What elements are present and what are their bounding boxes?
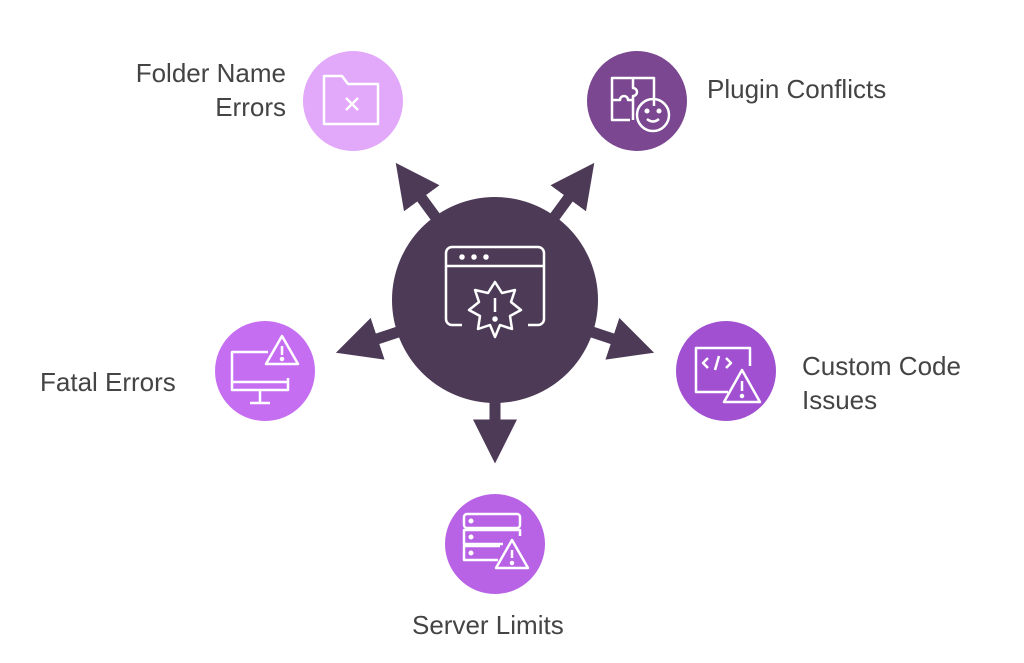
center-node (392, 197, 598, 403)
folder-x-icon (322, 74, 380, 126)
label-line: Issues (802, 385, 878, 415)
label-line: Custom Code (802, 351, 961, 381)
label-line: Errors (215, 92, 286, 122)
node-fatal-errors (215, 321, 315, 421)
node-custom-code-issues (676, 321, 776, 421)
node-folder-name-errors (303, 51, 403, 151)
browser-window-alert-icon (444, 245, 546, 339)
label-fatal-errors: Fatal Errors (40, 367, 176, 397)
label-folder-name-errors: Folder Name Errors (100, 56, 286, 124)
label-custom-code-issues: Custom Code Issues (802, 349, 961, 417)
puzzle-face-icon (610, 76, 671, 133)
node-server-limits (445, 494, 545, 594)
monitor-warning-icon (230, 334, 300, 405)
code-window-warning-icon (694, 346, 762, 404)
server-warning-icon (462, 512, 530, 570)
label-line: Folder Name (135, 58, 286, 88)
label-plugin-conflicts: Plugin Conflicts (707, 74, 887, 104)
label-server-limits: Server Limits (412, 610, 564, 640)
node-plugin-conflicts (587, 51, 687, 151)
